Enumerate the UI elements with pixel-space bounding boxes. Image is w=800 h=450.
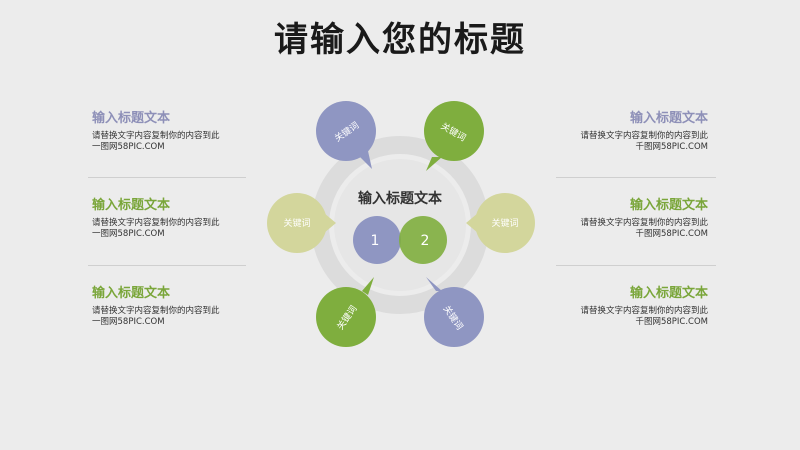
right-divider-1 [556, 177, 716, 178]
right-text-block-1: 输入标题文本 请替换文字内容复制你的内容到此 千图网58PIC.COM [548, 110, 708, 153]
center-label: 输入标题文本 [358, 190, 443, 207]
left-body-1-line-2: 一图网58PIC.COM [92, 142, 165, 152]
right-body-2-line-2: 千图网58PIC.COM [635, 229, 708, 239]
left-heading-1: 输入标题文本 [92, 111, 171, 126]
left-divider-1 [88, 177, 246, 178]
right-heading-2: 输入标题文本 [629, 198, 708, 213]
keyword-text-4: 关键词 [491, 217, 518, 229]
left-heading-2: 输入标题文本 [92, 198, 171, 213]
left-body-2-line-1: 请替换文字内容复制你的内容到此 [92, 218, 220, 228]
page-title: 请输入您的标题 [274, 20, 526, 60]
keyword-bubble-left: 关键词 [267, 193, 336, 253]
right-body-3-line-1: 请替换文字内容复制你的内容到此 [580, 306, 708, 316]
right-body-3-line-2: 千图网58PIC.COM [635, 317, 708, 327]
right-text-block-2: 输入标题文本 请替换文字内容复制你的内容到此 千图网58PIC.COM [548, 197, 708, 240]
keyword-bubble-right: 关键词 [466, 193, 535, 253]
left-heading-3: 输入标题文本 [92, 286, 171, 301]
right-divider-2 [556, 265, 716, 266]
right-heading-1: 输入标题文本 [629, 111, 708, 126]
keyword-bubble-bottom-right: 关键词 [424, 277, 484, 347]
left-text-block-1: 输入标题文本 请替换文字内容复制你的内容到此 一图网58PIC.COM [92, 110, 252, 153]
right-text-block-3: 输入标题文本 请替换文字内容复制你的内容到此 千图网58PIC.COM [548, 285, 708, 328]
left-text-block-3: 输入标题文本 请替换文字内容复制你的内容到此 一图网58PIC.COM [92, 285, 252, 328]
right-body-1-line-2: 千图网58PIC.COM [635, 142, 708, 152]
left-body-1-line-1: 请替换文字内容复制你的内容到此 [92, 131, 220, 141]
keyword-bubble-top-right: 关键词 [424, 101, 484, 171]
keyword-bubble-top-left: 关键词 [316, 101, 376, 169]
inner-disc [334, 159, 466, 291]
left-text-block-2: 输入标题文本 请替换文字内容复制你的内容到此 一图网58PIC.COM [92, 197, 252, 240]
circle-1-number: 1 [371, 233, 380, 249]
center-diagram: 关键词 关键词 关键词 关键词 关键词 关键词 输入标题文本 1 2 [267, 101, 535, 347]
right-body-1-line-1: 请替换文字内容复制你的内容到此 [580, 131, 708, 141]
circle-2 [399, 216, 447, 264]
right-body-2-line-1: 请替换文字内容复制你的内容到此 [580, 218, 708, 228]
left-body-3-line-2: 一图网58PIC.COM [92, 317, 165, 327]
left-body-3-line-1: 请替换文字内容复制你的内容到此 [92, 306, 220, 316]
right-heading-3: 输入标题文本 [629, 286, 708, 301]
keyword-bubble-bottom-left: 关键词 [316, 277, 376, 347]
left-body-2-line-2: 一图网58PIC.COM [92, 229, 165, 239]
left-divider-2 [88, 265, 246, 266]
keyword-text-3: 关键词 [283, 217, 310, 229]
circle-2-number: 2 [421, 233, 430, 249]
circle-1 [353, 216, 401, 264]
